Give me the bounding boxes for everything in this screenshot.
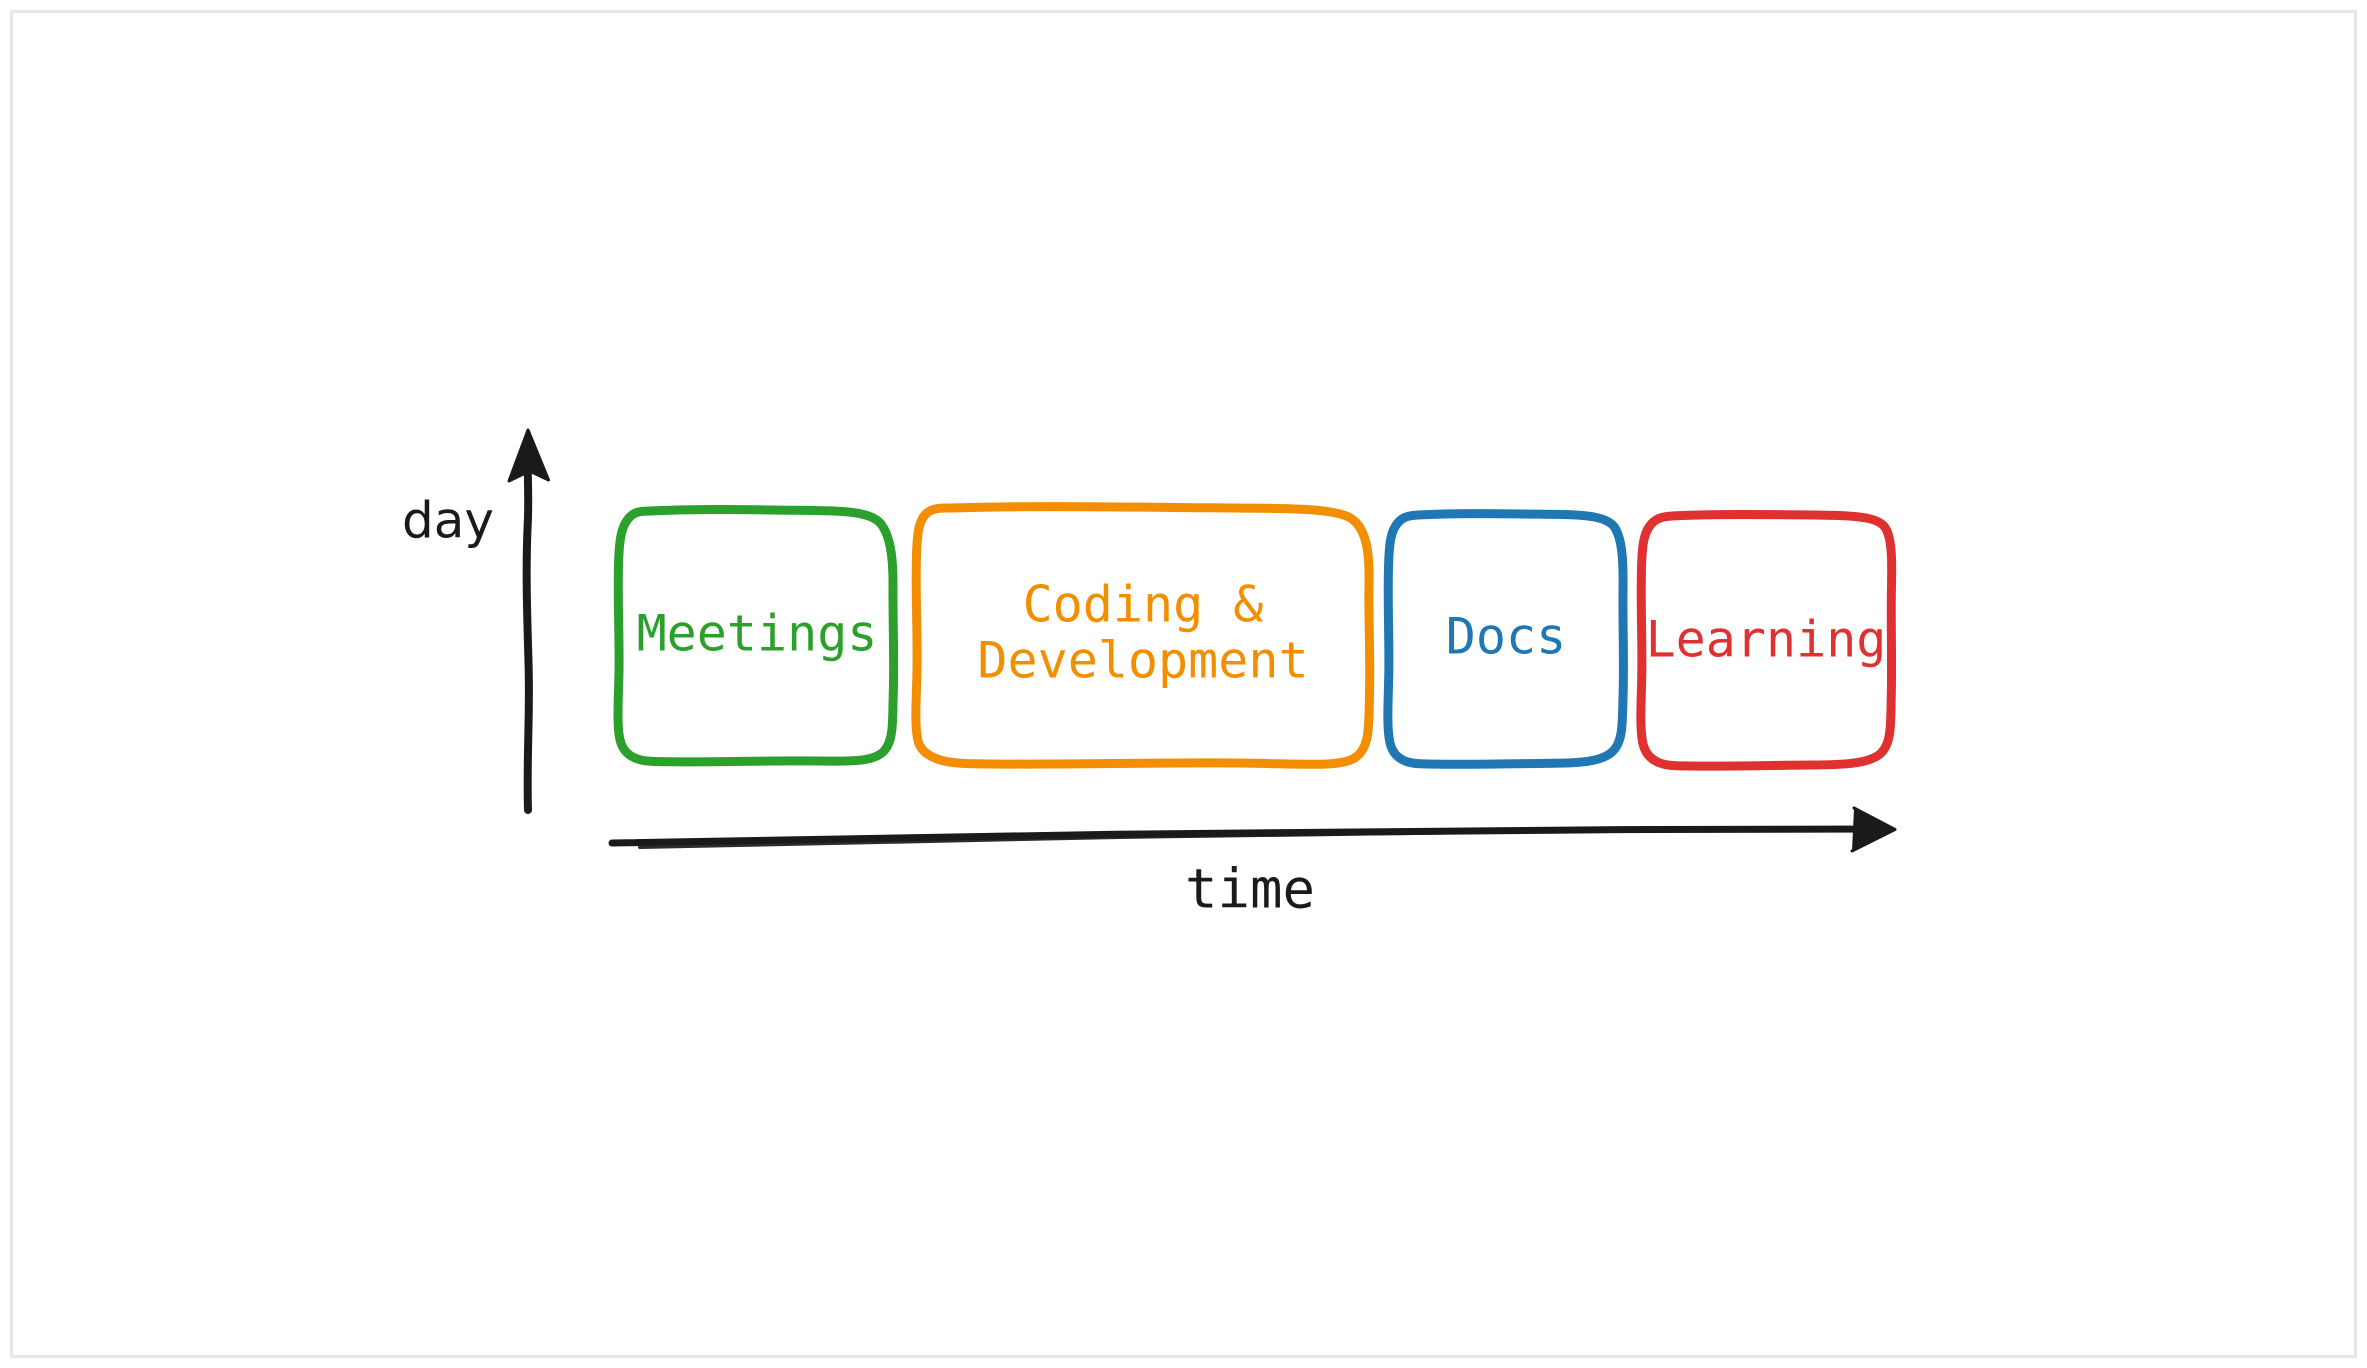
y-axis-arrowhead (507, 428, 550, 483)
block-docs[interactable]: Docs (1383, 509, 1628, 769)
block-learning[interactable]: Learning (1636, 509, 1897, 771)
block-docs-outline[interactable] (1383, 509, 1628, 769)
x-axis-line-secondary (638, 827, 1880, 849)
block-coding-development[interactable]: Coding & Development (911, 502, 1375, 769)
x-axis-group (608, 806, 1897, 853)
x-axis-arrowhead (1850, 806, 1897, 853)
block-meetings[interactable]: Meetings (613, 505, 899, 767)
block-learning-label: Learning (1646, 611, 1887, 669)
block-meetings-label: Meetings (637, 605, 878, 663)
block-meetings-outline[interactable] (613, 505, 899, 767)
block-coding-development-label-line1: Coding & (1023, 576, 1264, 634)
block-learning-outline[interactable] (1636, 509, 1897, 771)
y-axis-group (507, 428, 550, 814)
block-coding-development-label-line2: Development (977, 632, 1308, 690)
block-docs-label: Docs (1446, 608, 1566, 666)
y-axis-line (522, 448, 533, 814)
x-axis-label: time (1185, 858, 1315, 921)
block-coding-development-outline[interactable] (911, 502, 1375, 769)
y-axis-label: day (402, 492, 494, 550)
